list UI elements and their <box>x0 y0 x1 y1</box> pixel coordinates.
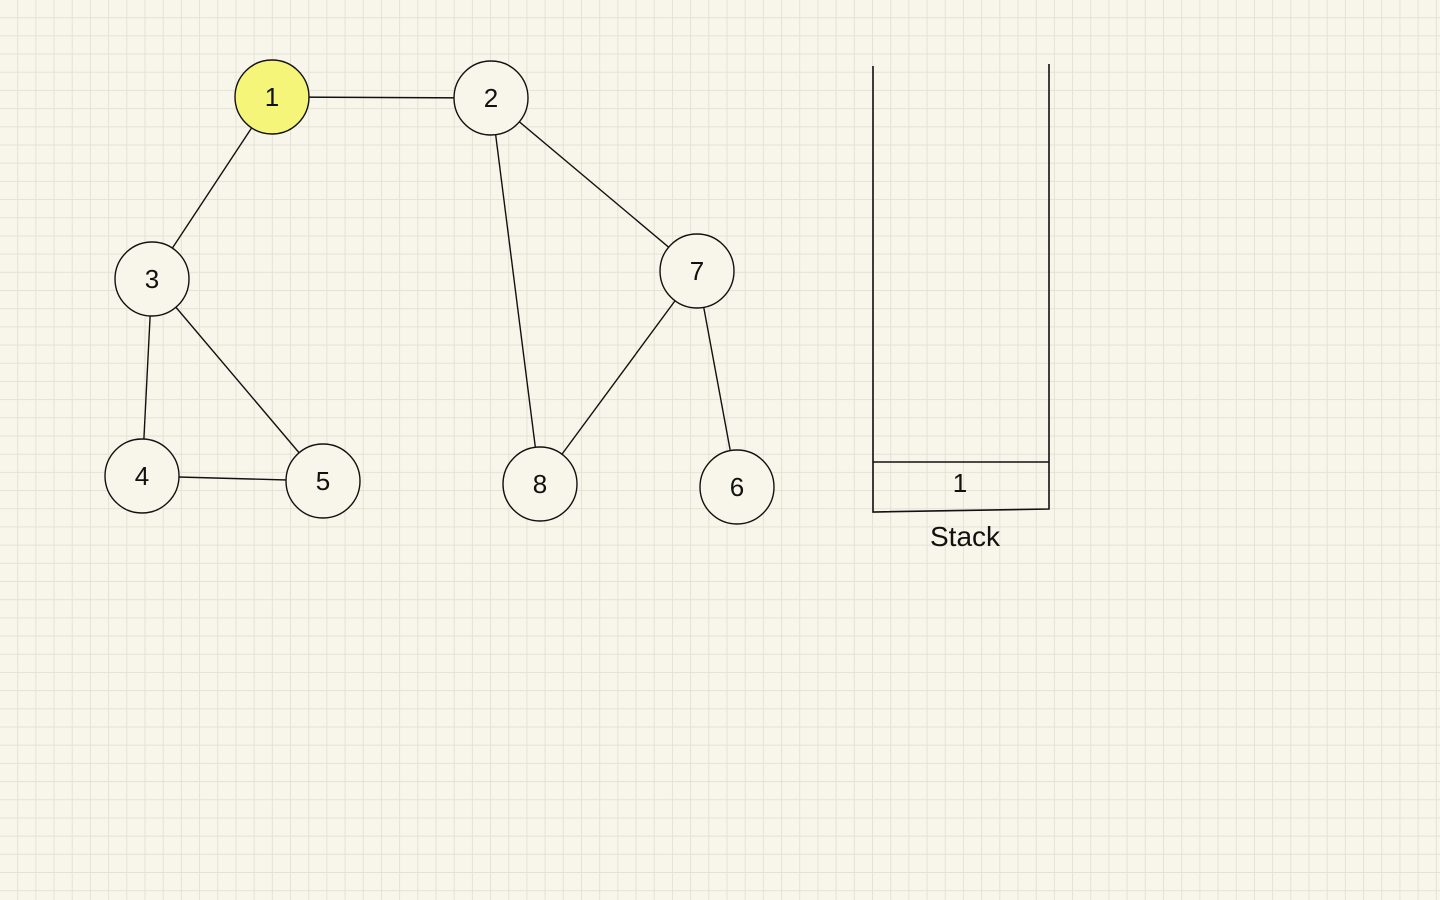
node-label-3: 3 <box>145 264 159 294</box>
node-label-1: 1 <box>265 82 279 112</box>
stack-outline <box>872 64 1050 513</box>
node-label-4: 4 <box>135 461 149 491</box>
edge-2-7 <box>490 97 698 272</box>
node-circle-6 <box>699 449 775 525</box>
stack-item: 1 <box>953 468 967 498</box>
graph-node-6: 6 <box>699 449 775 525</box>
edge-2-8 <box>490 97 541 485</box>
graph-edges <box>141 96 738 488</box>
edge-7-8 <box>539 270 698 485</box>
node-circle-8 <box>502 446 578 522</box>
edge-3-5 <box>151 278 324 482</box>
node-label-6: 6 <box>730 472 744 502</box>
graph-node-7: 7 <box>659 233 735 309</box>
graph-node-2: 2 <box>453 60 529 136</box>
node-label-8: 8 <box>533 469 547 499</box>
node-circle-1 <box>234 59 310 135</box>
graph-nodes: 1 2 3 4 5 6 7 8 <box>104 59 775 525</box>
stack-container: 1 Stack <box>872 64 1050 552</box>
node-circle-3 <box>114 241 190 317</box>
node-circle-7 <box>659 233 735 309</box>
graph-node-5: 5 <box>285 443 361 519</box>
graph-node-4: 4 <box>104 438 180 514</box>
node-label-5: 5 <box>316 466 330 496</box>
node-circle-5 <box>285 443 361 519</box>
graph-node-1: 1 <box>234 59 310 135</box>
node-label-7: 7 <box>690 256 704 286</box>
graph-node-8: 8 <box>502 446 578 522</box>
stack-caption: Stack <box>930 521 1001 552</box>
node-label-2: 2 <box>484 83 498 113</box>
graph-node-3: 3 <box>114 241 190 317</box>
node-circle-4 <box>104 438 180 514</box>
node-circle-2 <box>453 60 529 136</box>
